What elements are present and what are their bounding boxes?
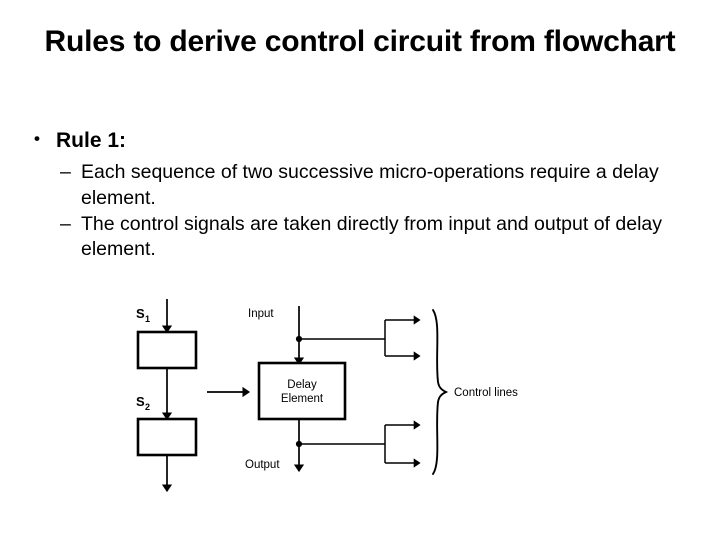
slide-body: • Rule 1: – Each sequence of two success… [34,128,684,264]
output-junction-dot [295,440,303,448]
delay-element-label-line2: Element [281,393,324,405]
bullet-rule-1-label: Rule 1: [56,129,127,152]
sub-bullet-item: – The control signals are taken directly… [60,212,684,263]
circuit-group: Input Delay Element Output [245,306,518,475]
delay-element-box [257,361,347,421]
bullet-marker-dash: – [60,161,71,184]
input-junction-dot [295,335,303,343]
state-s2-subscript: 2 [145,402,150,412]
state-label-s2: S 2 [136,394,150,412]
slide-title: Rules to derive control circuit from flo… [44,25,676,58]
delay-element-diagram: S 1 S 2 [120,296,560,496]
input-label: Input [248,308,274,320]
control-lines-upper [384,315,421,361]
state-s2-letter: S [136,394,145,409]
bullet-marker-dash: – [60,212,71,235]
control-lines-lower [384,420,421,468]
flowchart-group: S 1 S 2 [136,299,198,493]
state-label-s1: S 1 [136,306,150,324]
sub-bullet-text-1: Each sequence of two successive micro-op… [81,161,659,209]
state-s1-letter: S [136,306,145,321]
sub-bullet-item: – Each sequence of two successive micro-… [60,160,684,211]
control-lines-label: Control lines [454,387,518,399]
flowchart-box-s1 [136,330,198,370]
output-label: Output [245,459,280,471]
flowchart-box-s2 [136,417,198,457]
state-s1-subscript: 1 [145,314,150,324]
sub-bullet-list: – Each sequence of two successive micro-… [60,160,684,262]
delay-element-label-line1: Delay [287,379,317,391]
sub-bullet-text-2: The control signals are taken directly f… [81,212,662,261]
control-lines-brace [432,309,449,475]
bullet-marker-dot: • [34,129,40,148]
bullet-rule-1: • Rule 1: [34,128,684,154]
